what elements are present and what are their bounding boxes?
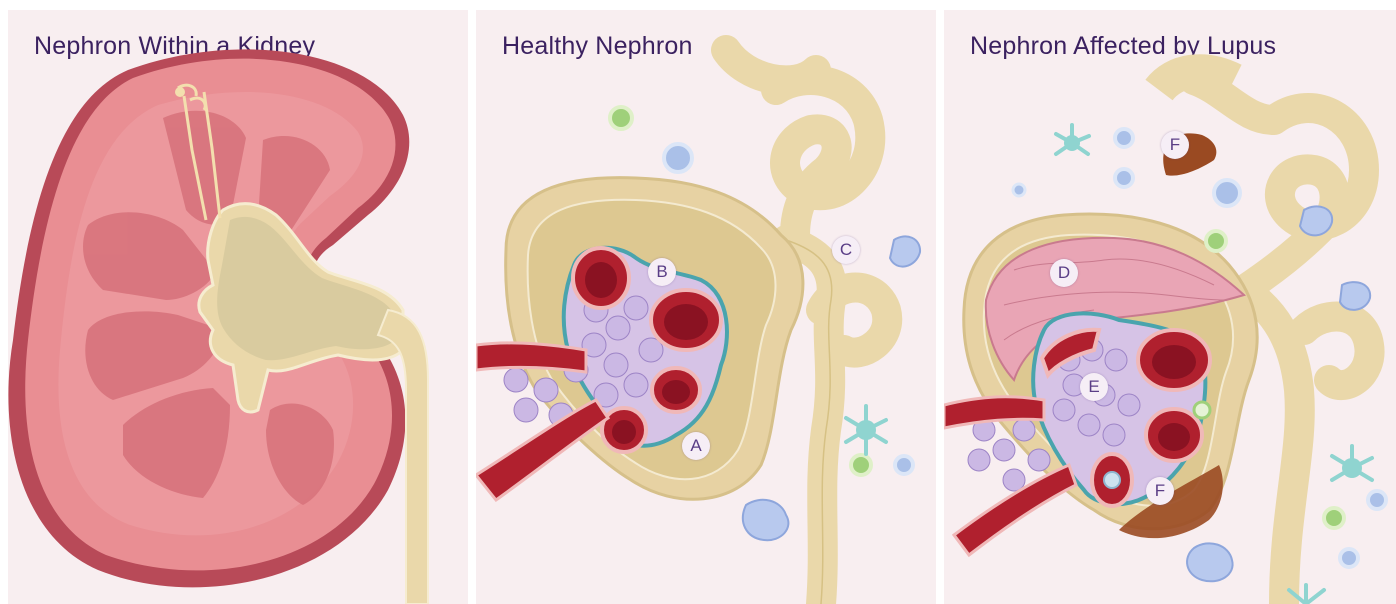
immune-cell (1206, 231, 1226, 251)
immune-cell (1214, 180, 1240, 206)
immune-cell (1115, 169, 1133, 187)
immune-cell (1340, 549, 1358, 567)
immune-cell (1342, 458, 1362, 478)
panel-kidney: Nephron Within a Kidney (8, 10, 468, 604)
panel-lupus: Nephron Affected by Lupus (944, 10, 1396, 604)
immune-cell (1115, 129, 1133, 147)
immune-cell (1194, 402, 1210, 418)
healthy-nephron-illustration (476, 10, 936, 604)
immune-cell (610, 107, 632, 129)
immune-cell (851, 455, 871, 475)
immune-cell (664, 144, 692, 172)
immune-cell (1300, 206, 1332, 235)
immune-cell (743, 500, 789, 540)
label-a: A (682, 432, 710, 460)
immune-cell (1064, 135, 1080, 151)
immune-cell (1340, 282, 1370, 310)
kidney-illustration (8, 10, 468, 604)
immune-cell (1013, 184, 1025, 196)
immune-cell (1368, 491, 1386, 509)
immune-cell (1104, 472, 1120, 488)
immune-cell (1324, 508, 1344, 528)
label-c: C (832, 236, 860, 264)
immune-cell (1187, 543, 1233, 581)
efferent-arteriole (476, 400, 608, 500)
tubule (1159, 71, 1234, 90)
panel-healthy: Healthy Nephron (476, 10, 936, 604)
immune-cell (890, 236, 920, 266)
label-e: E (1080, 373, 1108, 401)
lupus-nephron-illustration (944, 10, 1396, 604)
label-f-bottom: F (1146, 477, 1174, 505)
label-b: B (648, 258, 676, 286)
label-f-top: F (1161, 131, 1189, 159)
immune-cell (895, 456, 913, 474)
label-d: D (1050, 259, 1078, 287)
afferent-arteriole (476, 343, 586, 372)
